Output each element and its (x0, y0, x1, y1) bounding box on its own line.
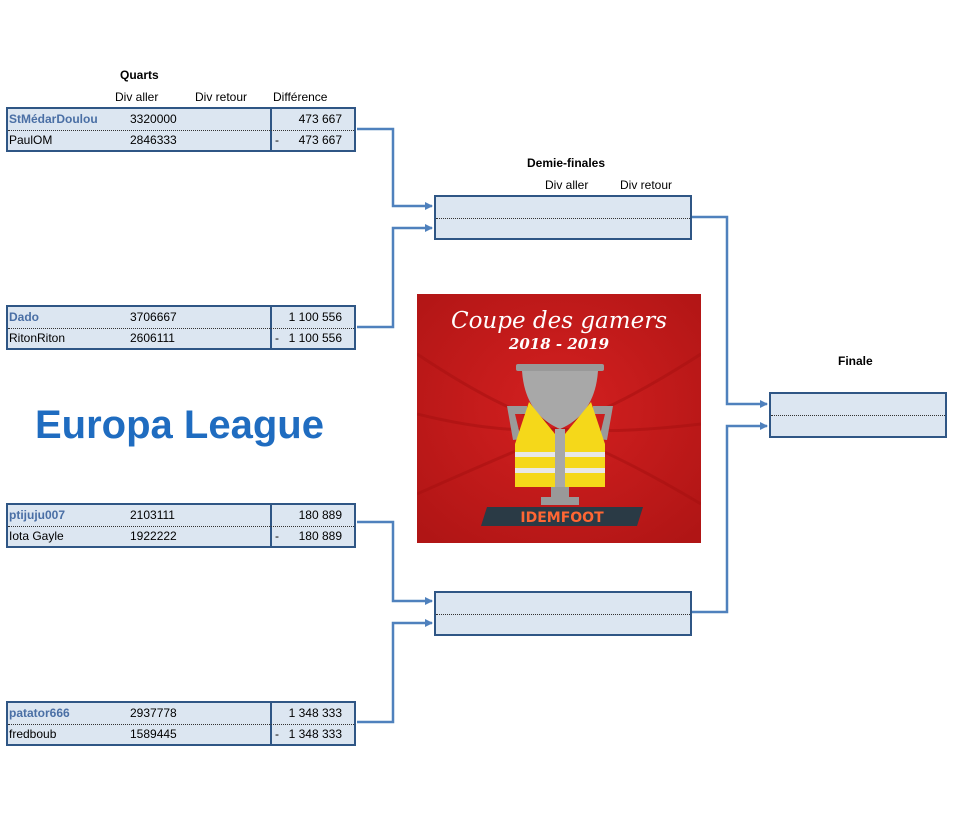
final-match[interactable] (769, 392, 947, 438)
quarter-row[interactable]: RitonRiton 2606111 - 1 100 556 (8, 328, 354, 349)
quarter-row[interactable]: Dado 3706667 1 100 556 (8, 307, 354, 329)
svg-text:2018 - 2019: 2018 - 2019 (508, 335, 610, 353)
difference-value: 473 667 (298, 133, 342, 147)
connector-line (692, 422, 768, 614)
coupe-des-gamers-logo: Coupe des gamers 2018 - 2019 IDEMFOOT (417, 294, 701, 543)
quarters-col-div-retour: Div retour (195, 90, 248, 104)
column-separator (270, 703, 272, 744)
player-name: StMédarDoulou (9, 112, 98, 126)
difference-value: 180 889 (298, 529, 342, 543)
semi-final-1[interactable] (434, 195, 692, 240)
div-aller-value: 1922222 (130, 529, 177, 543)
semi-final-2[interactable] (434, 591, 692, 636)
connector-line (357, 127, 433, 210)
minus-sign: - (275, 331, 279, 345)
player-name: RitonRiton (9, 331, 66, 345)
connector-line (357, 224, 433, 329)
semis-title: Demie-finales (527, 156, 606, 170)
difference-value: 1 100 556 (288, 310, 342, 324)
row-divider (436, 218, 690, 219)
minus-sign: - (275, 529, 279, 543)
quarter-row[interactable]: StMédarDoulou 3320000 473 667 (8, 109, 354, 131)
player-name: patator666 (9, 706, 70, 720)
connector-line (357, 520, 433, 605)
svg-text:Coupe des gamers: Coupe des gamers (451, 308, 667, 334)
quarter-row[interactable]: Iota Gayle 1922222 - 180 889 (8, 526, 354, 547)
quarter-row[interactable]: ptijuju007 2103111 180 889 (8, 505, 354, 527)
row-divider (436, 614, 690, 615)
quarter-match-2: Dado 3706667 1 100 556 RitonRiton 260611… (6, 305, 356, 350)
div-aller-value: 3706667 (130, 310, 177, 324)
row-divider (771, 415, 945, 416)
difference-value: 1 348 333 (288, 727, 342, 741)
quarter-match-4: patator666 2937778 1 348 333 fredboub 15… (6, 701, 356, 746)
difference-value: 1 100 556 (288, 331, 342, 345)
difference-value: 180 889 (298, 508, 342, 522)
quarter-row[interactable]: PaulOM 2846333 - 473 667 (8, 130, 354, 151)
svg-text:IDEMFOOT: IDEMFOOT (520, 510, 604, 526)
quarter-row[interactable]: patator666 2937778 1 348 333 (8, 703, 354, 725)
quarter-row[interactable]: fredboub 1589445 - 1 348 333 (8, 724, 354, 745)
column-separator (270, 109, 272, 150)
quarters-title: Quarts (120, 68, 159, 82)
quarter-match-1: StMédarDoulou 3320000 473 667 PaulOM 284… (6, 107, 356, 152)
quarters-col-div-aller: Div aller (115, 90, 159, 104)
difference-value: 1 348 333 (288, 706, 342, 720)
div-aller-value: 1589445 (130, 727, 177, 741)
player-name: fredboub (9, 727, 57, 741)
difference-value: 473 667 (298, 112, 342, 126)
player-name: Dado (9, 310, 39, 324)
minus-sign: - (275, 133, 279, 147)
semis-col-div-retour: Div retour (620, 178, 673, 192)
competition-title: Europa League (35, 403, 324, 447)
div-aller-value: 2606111 (130, 331, 175, 345)
connector-line (692, 215, 768, 408)
player-name: PaulOM (9, 133, 53, 147)
semis-col-div-aller: Div aller (545, 178, 589, 192)
column-separator (270, 307, 272, 348)
div-aller-value: 2103111 (130, 508, 175, 522)
quarter-match-3: ptijuju007 2103111 180 889 Iota Gayle 19… (6, 503, 356, 548)
player-name: ptijuju007 (9, 508, 66, 522)
final-title: Finale (838, 354, 873, 368)
column-separator (270, 505, 272, 546)
connector-line (357, 619, 433, 724)
minus-sign: - (275, 727, 279, 741)
quarters-col-difference: Différence (273, 90, 328, 104)
div-aller-value: 2937778 (130, 706, 177, 720)
player-name: Iota Gayle (9, 529, 64, 543)
div-aller-value: 3320000 (130, 112, 177, 126)
div-aller-value: 2846333 (130, 133, 177, 147)
